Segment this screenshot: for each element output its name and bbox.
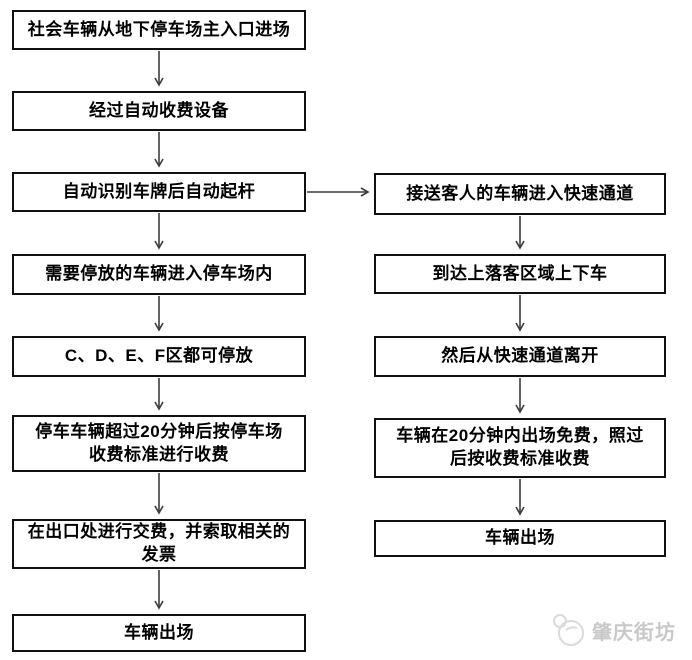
- flow-step-auto-recognize-plate: 自动识别车牌后自动起杆: [12, 172, 306, 212]
- flow-step-pass-toll-device: 经过自动收费设备: [12, 91, 306, 131]
- flow-step-fast-lane-enter: 接送客人的车辆进入快速通道: [374, 173, 666, 215]
- flow-step-pay-at-exit: 在出口处进行交费，并索取相关的 发票: [12, 519, 306, 569]
- watermark-text: 肇庆街坊: [592, 621, 676, 644]
- flow-step-parking-zones: C、D、E、F区都可停放: [12, 336, 306, 377]
- flow-step-vehicle-exit-left: 车辆出场: [12, 614, 306, 652]
- flow-step-dropoff-area: 到达上落客区域上下车: [374, 254, 666, 294]
- flow-step-20min-free-exit: 车辆在20分钟内出场免费，照过 后按收费标准收费: [374, 418, 666, 478]
- flow-step-enter-main-entrance: 社会车辆从地下停车场主入口进场: [12, 10, 306, 50]
- watermark: 肇庆街坊: [550, 610, 676, 650]
- watermark-logo-icon: [553, 614, 584, 646]
- flow-step-vehicle-exit-right: 车辆出场: [374, 520, 666, 557]
- flow-step-over-20min-charge: 停车车辆超过20分钟后按停车场 收费标准进行收费: [12, 415, 306, 472]
- flow-step-enter-parking-lot: 需要停放的车辆进入停车场内: [12, 254, 306, 295]
- flow-step-leave-fast-lane: 然后从快速通道离开: [374, 336, 666, 377]
